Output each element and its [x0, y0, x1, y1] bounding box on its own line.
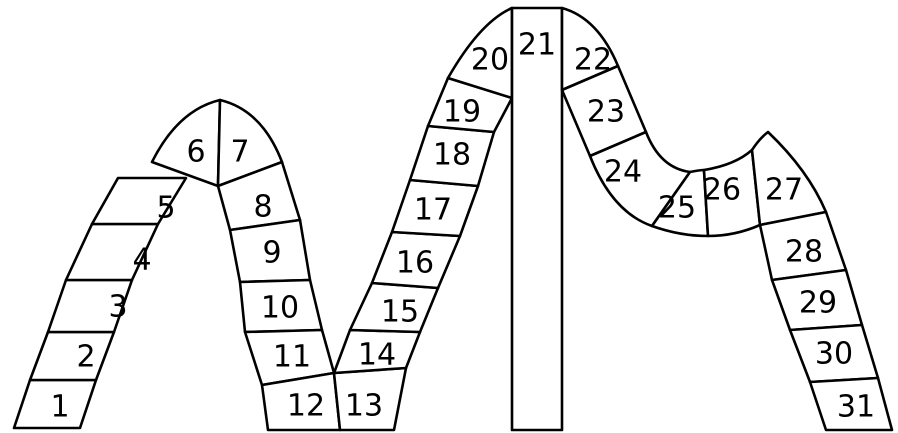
segment-number-15: 15 — [381, 295, 419, 330]
segment-number-23: 23 — [587, 95, 625, 130]
segment-number-1: 1 — [50, 390, 69, 425]
segment-number-30: 30 — [815, 337, 853, 372]
segment-number-26: 26 — [703, 173, 741, 208]
segment-number-27: 27 — [765, 173, 803, 208]
segment-number-29: 29 — [799, 286, 837, 321]
segment-number-10: 10 — [261, 291, 299, 326]
segment-number-18: 18 — [433, 138, 471, 173]
segment-number-11: 11 — [273, 340, 311, 375]
segment-number-28: 28 — [785, 235, 823, 270]
segment-2 — [30, 332, 114, 380]
segment-number-21: 21 — [518, 28, 556, 63]
segment-number-4: 4 — [132, 243, 151, 278]
segment-number-16: 16 — [396, 246, 434, 281]
segment-number-9: 9 — [262, 236, 281, 271]
segment-number-19: 19 — [443, 95, 481, 130]
segment-number-8: 8 — [253, 190, 272, 225]
segment-number-3: 3 — [108, 290, 127, 325]
segment-number-12: 12 — [287, 389, 325, 424]
segment-number-7: 7 — [230, 135, 249, 170]
segment-number-13: 13 — [345, 389, 383, 424]
segment-number-24: 24 — [604, 155, 642, 190]
segment-shapes — [14, 8, 892, 430]
segment-number-14: 14 — [358, 338, 396, 373]
segment-number-22: 22 — [574, 43, 612, 78]
segment-number-25: 25 — [658, 191, 696, 226]
segment-number-31: 31 — [837, 390, 875, 425]
segment-21 — [512, 8, 562, 430]
segment-number-6: 6 — [186, 135, 205, 170]
segment-number-20: 20 — [471, 43, 509, 78]
segment-number-17: 17 — [414, 193, 452, 228]
segment-number-5: 5 — [156, 191, 175, 226]
segment-number-2: 2 — [76, 340, 95, 375]
